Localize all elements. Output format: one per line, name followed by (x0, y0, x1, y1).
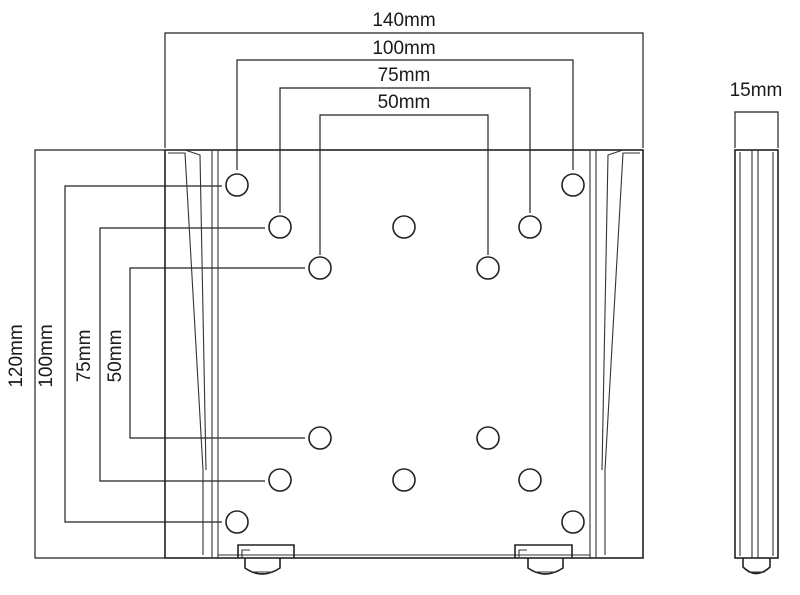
hole-75-top-right (518, 215, 542, 239)
height-75-label: 75mm (74, 330, 95, 383)
hole-100-top-right (561, 173, 585, 197)
hole-100-top-left (225, 173, 249, 197)
width-140-label: 140mm (372, 10, 435, 31)
hole-50-bottom-right (476, 426, 500, 450)
hole-100-bottom-right (561, 510, 585, 534)
hole-75-bottom-left (268, 468, 292, 492)
depth-15-label: 15mm (730, 80, 783, 101)
hole-center-bottom (392, 468, 416, 492)
hole-75-bottom-right (518, 468, 542, 492)
locking-tab-left (237, 544, 295, 575)
hole-50-bottom-left (308, 426, 332, 450)
hole-center-top (392, 215, 416, 239)
side-view (734, 111, 779, 575)
hole-75-top-left (268, 215, 292, 239)
height-120-label: 120mm (6, 324, 27, 387)
width-100-label: 100mm (372, 38, 435, 59)
height-100-label: 100mm (36, 324, 57, 387)
mount-plate-front (164, 149, 644, 559)
hole-100-bottom-left (225, 510, 249, 534)
locking-tab-right (514, 544, 573, 575)
width-75-label: 75mm (378, 65, 431, 86)
height-50-label: 50mm (105, 330, 126, 383)
hole-50-top-right (476, 256, 500, 280)
mounting-holes (225, 173, 585, 534)
hole-50-top-left (308, 256, 332, 280)
width-50-label: 50mm (378, 92, 431, 113)
